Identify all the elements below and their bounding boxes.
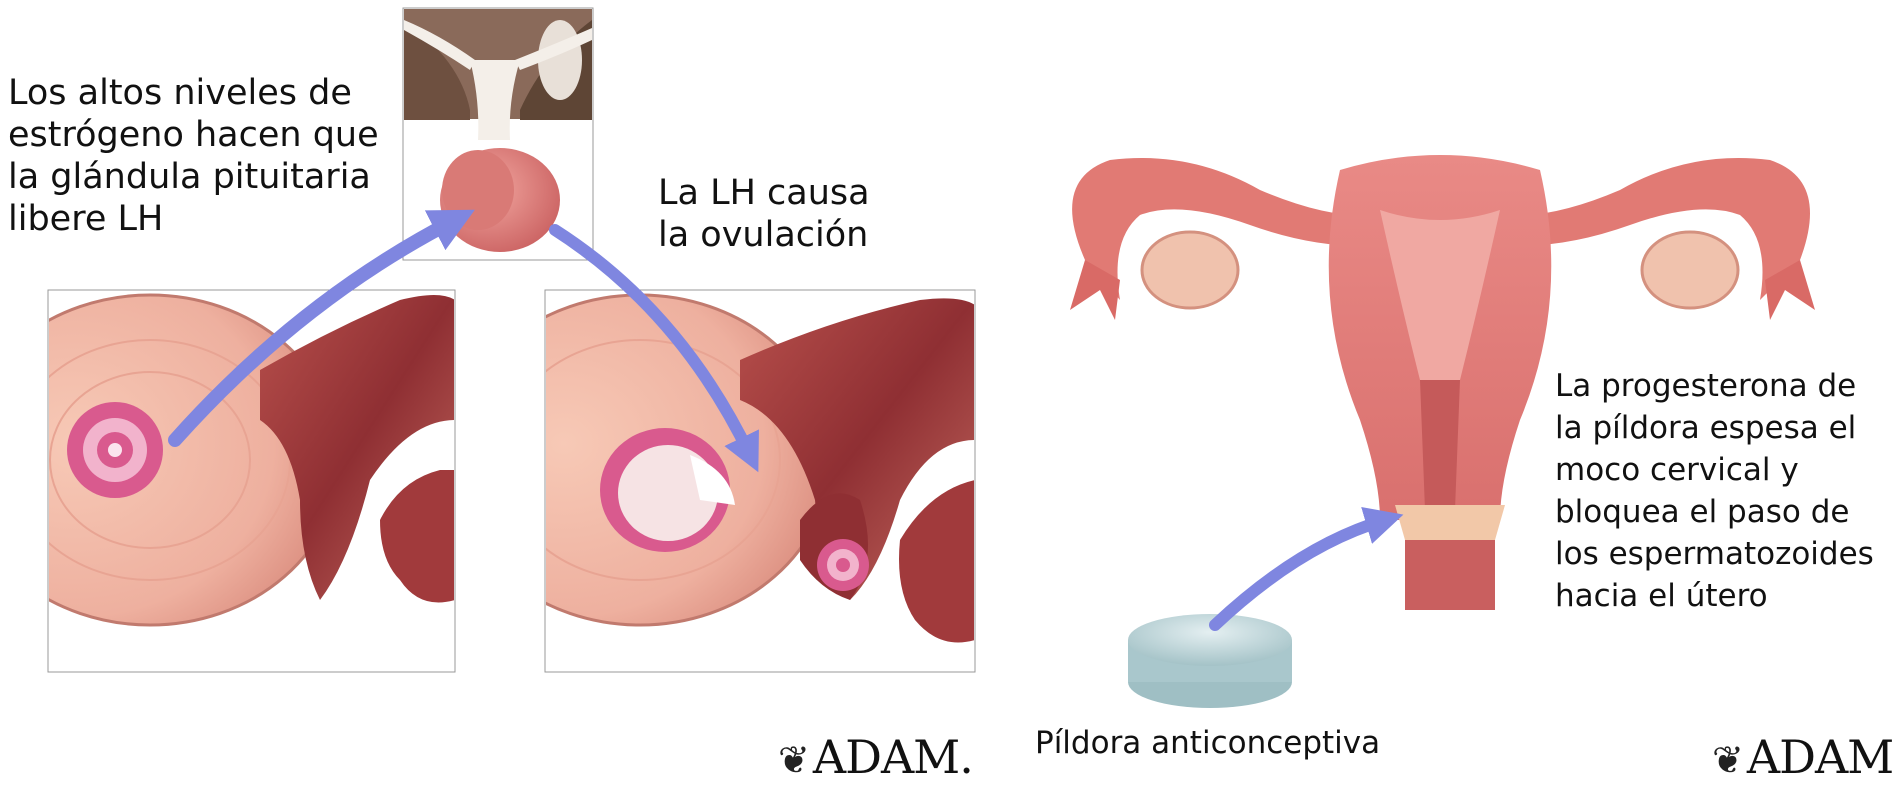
ovary-ovulation-illustration [450,290,975,672]
adam-logo-text: ADAM. [813,730,973,784]
adam-logo-left: ❦ADAM. [778,730,973,784]
leaf-icon: ❦ [778,738,809,782]
estrogen-caption: Los altos niveles de estrógeno hacen que… [8,72,379,240]
pituitary-gland-illustration [403,8,593,260]
lh-ovulation-caption: La LH causa la ovulación [658,172,870,256]
arrow-pill-to-cervix [1215,520,1385,625]
progesterone-caption: La progesterona de la píldora espesa el … [1555,365,1874,617]
leaf-icon: ❦ [1712,738,1743,782]
adam-logo-right: ❦ADAM. [1712,730,1893,784]
ovary-before-ovulation-illustration [0,290,455,672]
pill-caption: Píldora anticonceptiva [1035,722,1380,764]
adam-logo-text: ADAM. [1747,730,1893,784]
